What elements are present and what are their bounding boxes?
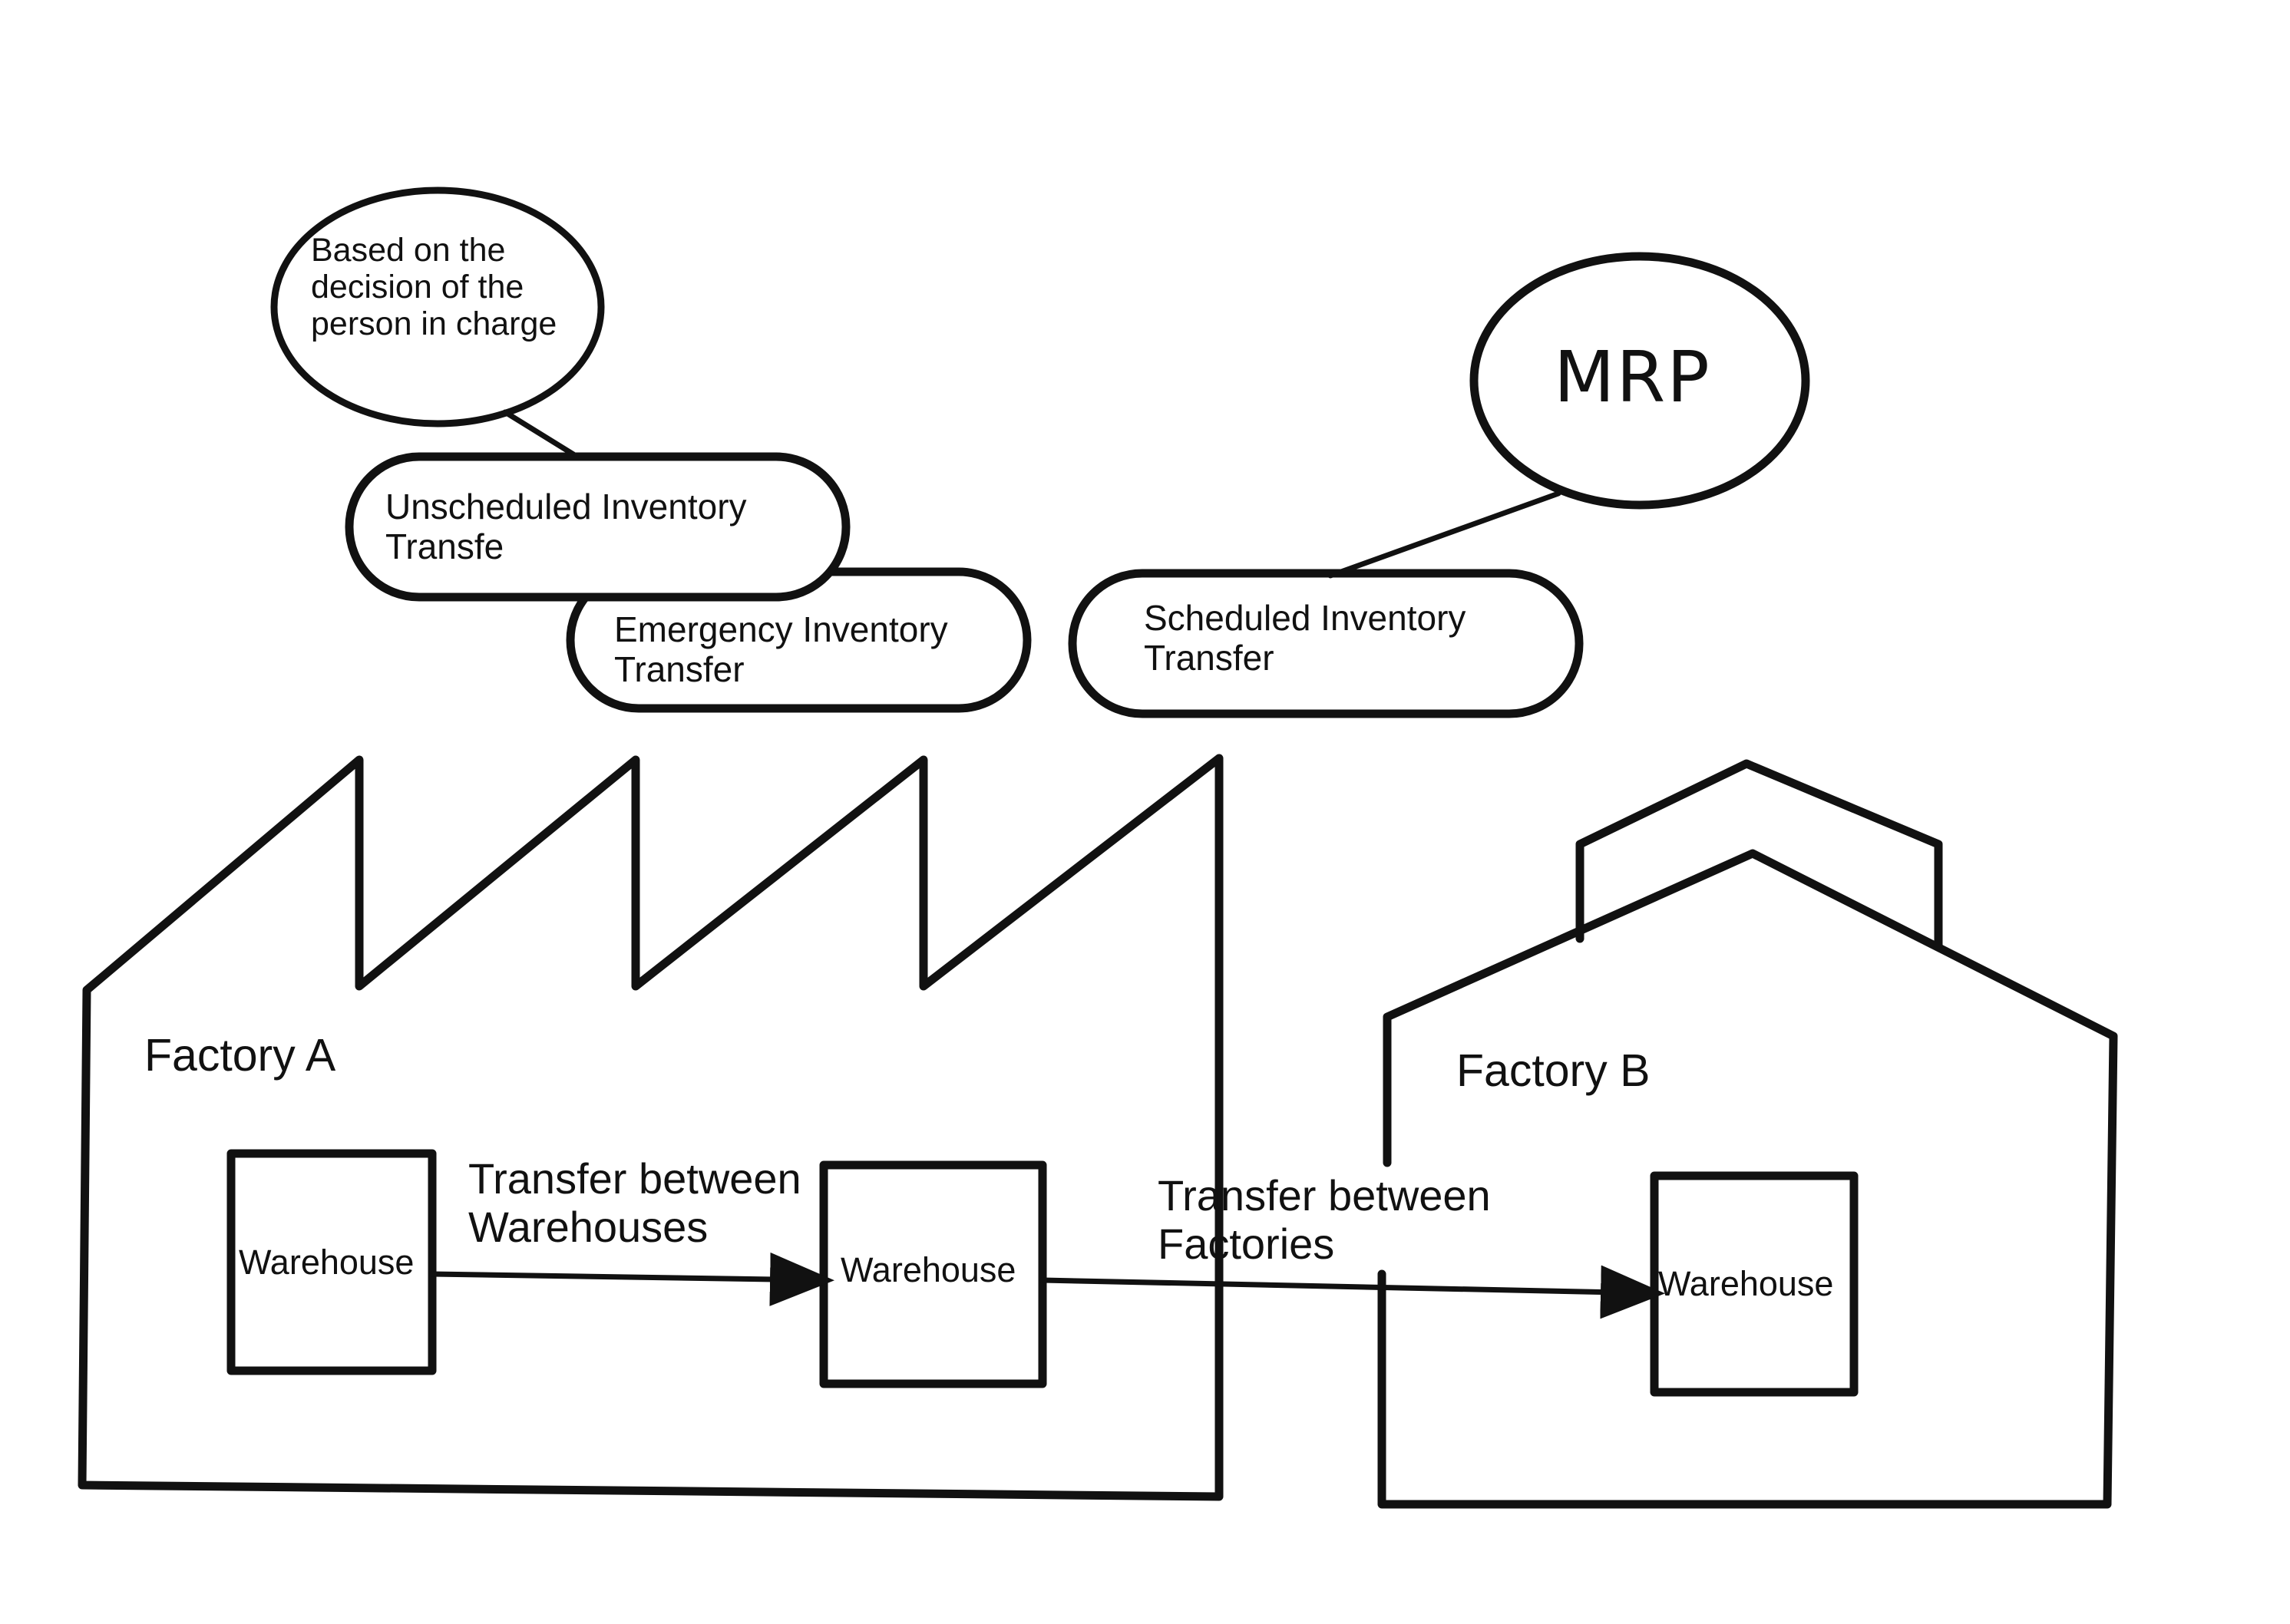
decision-note-text: Based on the decision of the person in c… [311, 232, 557, 343]
decision-note-bubble [270, 186, 605, 427]
factory-b-label: Factory B [1456, 1045, 1651, 1096]
factory-a-building [78, 754, 1224, 1501]
factory-a-label: Factory A [144, 1030, 336, 1081]
mrp-bubble [1469, 252, 1810, 510]
warehouse-a1-label: Warehouse [239, 1243, 415, 1282]
mrp-connector [1327, 490, 1561, 579]
transfer-warehouses-label: Transfer between Warehouses [468, 1154, 801, 1251]
scheduled-transfer-label: Scheduled Inventory Transfer [1144, 598, 1466, 678]
transfer-factories-arrow [1039, 1265, 1665, 1319]
transfer-warehouses-arrow [429, 1252, 834, 1306]
factory-b-building [1377, 849, 2118, 1509]
mrp-label: MRP [1554, 336, 1711, 418]
decision-note-connector [502, 409, 577, 457]
warehouse-b1-label: Warehouse [1658, 1264, 1834, 1303]
emergency-transfer-label: Emergency Inventory Transfer [614, 609, 948, 689]
unscheduled-pill [345, 452, 851, 602]
warehouse-a2-label: Warehouse [841, 1250, 1016, 1289]
factory-b-roof-top [1575, 759, 1943, 950]
warehouse-a1 [226, 1149, 437, 1375]
transfer-factories-label: Transfer between Factories [1158, 1171, 1491, 1268]
scheduled-pill [1068, 569, 1584, 718]
unscheduled-transfer-label: Unscheduled Inventory Transfe [385, 487, 747, 566]
